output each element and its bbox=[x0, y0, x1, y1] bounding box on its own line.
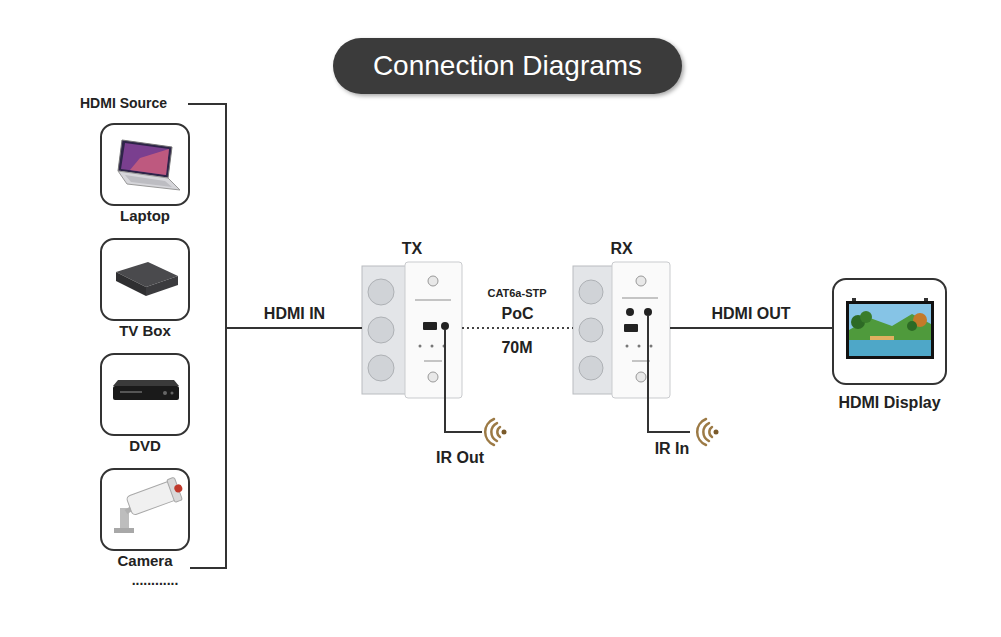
source-box: Laptop bbox=[100, 123, 190, 206]
receiver-node: RX bbox=[573, 262, 670, 398]
ir-icon bbox=[485, 419, 506, 445]
display-box: HDMI Display bbox=[832, 278, 947, 385]
source-box: TV Box bbox=[100, 238, 190, 321]
source-group: HDMI SourceLaptopTV BoxDVDCamera bbox=[80, 104, 227, 569]
source-box: Camera bbox=[100, 468, 190, 551]
free-label: IR Out bbox=[436, 449, 484, 467]
free-label: ............ bbox=[132, 572, 179, 588]
display-icon bbox=[846, 298, 934, 359]
rx-device bbox=[573, 262, 670, 398]
node-label: RX bbox=[610, 240, 632, 258]
network-cable bbox=[462, 327, 573, 329]
node-label: HDMI Display bbox=[838, 394, 940, 412]
edge-label: HDMI OUT bbox=[711, 305, 790, 323]
camera-icon bbox=[114, 476, 186, 533]
free-label: 70M bbox=[501, 339, 532, 357]
node-label: TV Box bbox=[119, 322, 171, 339]
hdmi-cable bbox=[670, 327, 832, 329]
node-label: DVD bbox=[129, 437, 161, 454]
ir-leader bbox=[648, 316, 690, 432]
dvd-icon bbox=[113, 380, 179, 400]
node-label: HDMI Source bbox=[80, 95, 167, 111]
edge-label: HDMI IN bbox=[264, 305, 325, 323]
tx-device bbox=[362, 262, 462, 398]
ir-leader bbox=[445, 330, 482, 432]
laptop-icon bbox=[118, 140, 180, 190]
edge-label: PoC bbox=[502, 305, 534, 323]
free-label: IR In bbox=[655, 440, 690, 458]
free-label: CAT6a-STP bbox=[487, 287, 546, 300]
bracket-tab bbox=[190, 567, 227, 569]
hdmi-cable bbox=[227, 327, 362, 329]
node-label: TX bbox=[402, 240, 422, 258]
node-label: Laptop bbox=[120, 207, 170, 224]
tv-box-icon bbox=[116, 262, 178, 296]
transmitter-node: TX bbox=[362, 262, 462, 398]
ir-icon bbox=[697, 419, 718, 445]
source-box: DVD bbox=[100, 353, 190, 436]
title-pill: Connection Diagrams bbox=[333, 38, 682, 94]
node-label: Camera bbox=[117, 552, 172, 569]
